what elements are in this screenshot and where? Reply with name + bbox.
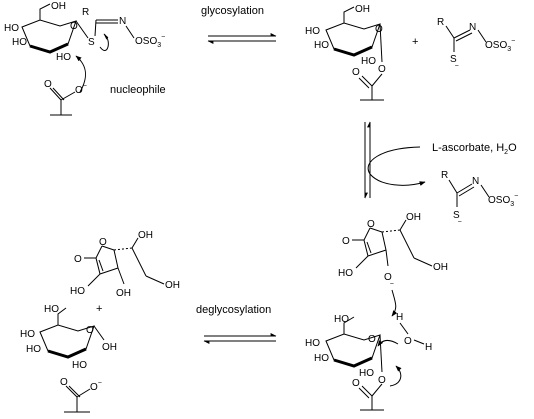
atom-oso3: OSO3− [488, 193, 518, 208]
atom-n: N [472, 176, 479, 187]
water-molecule: H O H [377, 312, 432, 353]
atom-o: O [99, 237, 107, 248]
plus-sign: + [96, 303, 102, 315]
glycosylation-arrow: glycosylation [201, 5, 277, 44]
atom-oh: OH [138, 230, 153, 241]
atom-ho: HO [4, 23, 19, 34]
atom-ho: HO [44, 304, 59, 315]
atom-o: O [378, 375, 386, 386]
atom-ho: HO [305, 26, 320, 37]
glycosyl-enzyme-intermediate: OH HO HO HO O O O [305, 4, 386, 101]
atom-oh: OH [51, 1, 66, 12]
atom-ho: HO [305, 338, 320, 349]
atom-ho: HO [334, 314, 349, 325]
carboxylate-product: O O− [60, 377, 102, 413]
atom-o: O [352, 378, 360, 389]
atom-oh: OH [406, 212, 421, 223]
atom-o: O [352, 67, 360, 78]
glucosinolate-molecule: OH HO HO HO O S R N OSO3− [4, 1, 165, 63]
glucose-molecule: HO O HO HO HO OH [20, 304, 117, 371]
atom-ho: HO [338, 268, 353, 279]
atom-oh: OH [116, 288, 131, 299]
atom-h: H [425, 342, 432, 353]
atom-oso3: OSO3− [485, 38, 515, 53]
atom-o: O [342, 236, 350, 247]
atom-oh: OH [102, 342, 117, 353]
atom-r: R [82, 7, 89, 18]
atom-o: O [44, 79, 52, 90]
atom-o-minus: O− [90, 380, 102, 393]
atom-o-minus: O− [384, 272, 394, 288]
deglycosylation-arrow: deglycosylation [196, 304, 277, 344]
atom-o: O [86, 325, 94, 336]
atom-r: R [437, 17, 444, 28]
atom-ho: HO [359, 368, 374, 379]
carboxylate-nucleophile: O O− nucleophile [44, 55, 166, 116]
atom-o: O [70, 21, 78, 32]
atom-ho: HO [361, 56, 376, 67]
atom-o-minus: O− [75, 83, 87, 96]
thiohydroximate-sulfate: R N OSO3− S− [437, 17, 515, 70]
nucleophile-label: nucleophile [110, 84, 166, 96]
atom-ho: HO [72, 360, 87, 371]
atom-ho: HO [12, 37, 27, 48]
atom-o: O [60, 377, 68, 388]
atom-o: O [378, 64, 386, 75]
atom-oso3: OSO3− [135, 34, 165, 49]
atom-n: N [469, 22, 476, 33]
glycosylation-label: glycosylation [201, 5, 264, 17]
plus-sign: + [412, 36, 418, 48]
atom-oh: OH [355, 4, 370, 15]
atom-o: O [375, 24, 383, 35]
ascorbate-base: O O HO O− OH OH [338, 212, 448, 317]
ascorbate-molecule: O O HO OH OH OH [70, 230, 180, 299]
atom-ho: HO [314, 40, 329, 51]
ascorbate-arrow: L-ascorbate, H2O [364, 121, 517, 199]
atom-oh: OH [165, 280, 180, 291]
atom-o: O [368, 334, 376, 345]
atom-r: R [441, 170, 448, 181]
atom-s: S [88, 37, 95, 48]
atom-ho: HO [56, 52, 71, 63]
released-thiohydroximate: R N OSO3− S− [441, 170, 518, 226]
atom-o: O [404, 336, 412, 347]
atom-o: O [74, 254, 82, 265]
side-reagent-label: L-ascorbate, H2O [432, 142, 517, 156]
atom-ho: HO [314, 353, 329, 364]
deglycosylation-label: deglycosylation [196, 304, 271, 316]
atom-s-minus: S− [453, 210, 462, 226]
atom-h: H [396, 312, 403, 323]
atom-ho: HO [20, 329, 35, 340]
atom-oh: OH [433, 262, 448, 273]
atom-n: N [119, 16, 126, 27]
atom-ho: HO [26, 344, 41, 355]
atom-s-minus: S− [450, 54, 459, 70]
glycosyl-enzyme-bottom: HO O HO HO HO O O [305, 314, 402, 411]
atom-ho: HO [70, 286, 85, 297]
atom-o: O [367, 219, 375, 230]
